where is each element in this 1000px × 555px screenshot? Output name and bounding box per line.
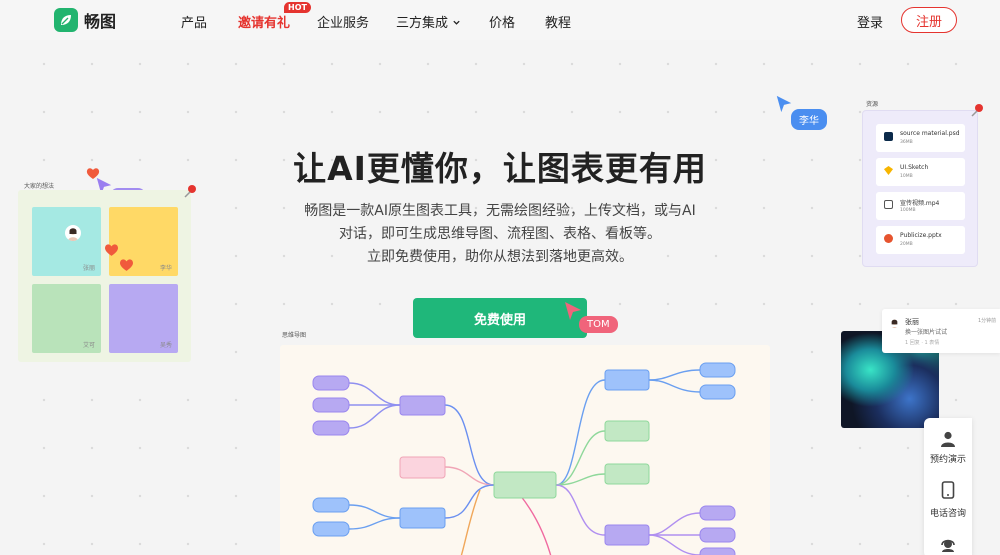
file-name: UI.Sketch	[900, 164, 929, 171]
comment-time: 1分钟前	[978, 318, 997, 324]
chevron-down-icon	[453, 20, 460, 25]
sticky-note[interactable]: 艾可	[32, 284, 101, 353]
sticky-note[interactable]: 吴秀	[109, 284, 178, 353]
comment-card[interactable]: 张丽 1分钟前 换一张图片试试 1 回复 · 1 表情	[882, 309, 1000, 353]
hero-subtitle-line1: 畅图是一款AI原生图表工具，无需绘图经验，上传文档，或与AI	[304, 203, 696, 219]
cursor-pointer-icon	[565, 302, 581, 320]
mindmap-title: 思维导图	[282, 332, 307, 339]
brand-name: 畅图	[84, 12, 117, 31]
hot-badge: HOT	[284, 2, 311, 13]
hero-subtitle-line2: 对话，即可生成思维导图、流程图、表格、看板等。	[339, 226, 661, 242]
file-size: 20MB	[900, 242, 913, 247]
mindmap-diagram	[312, 362, 736, 555]
file-name: 宣传视频.mp4	[900, 200, 940, 207]
sketch-file-icon	[884, 166, 893, 175]
nav-item-tutorial[interactable]: 教程	[545, 16, 572, 31]
board-title: 大家的想法	[24, 183, 55, 190]
hero-subtitle-line3: 立即免费使用，助你从想法到落地更高效。	[367, 249, 633, 265]
photoshop-file-icon	[884, 132, 893, 141]
top-nav: 畅图 产品 邀请有礼 HOT 企业服务 三方集成 价格 教程 登录 注册	[0, 0, 1000, 40]
powerpoint-file-icon	[884, 234, 893, 243]
file-name: Publicize.pptx	[900, 232, 942, 239]
headset-icon[interactable]	[939, 536, 957, 554]
free-use-button[interactable]: 免费使用	[413, 298, 587, 338]
register-button[interactable]: 注册	[901, 7, 957, 33]
cursor-tag-lihua: 李华	[791, 109, 827, 130]
sticky-note-author: 李华	[159, 265, 172, 272]
phone-icon[interactable]	[941, 481, 955, 499]
file-name: source material.psd	[900, 130, 960, 137]
comment-author: 张丽	[905, 318, 919, 326]
sticky-note-author: 艾可	[82, 342, 95, 349]
leaf-icon	[54, 8, 78, 32]
sticky-note-author: 张丽	[82, 265, 95, 272]
phone-consult-label[interactable]: 电话咨询	[929, 509, 966, 519]
cursor-pointer-icon	[776, 95, 792, 113]
comment-meta: 1 回复 · 1 表情	[905, 340, 940, 346]
pushpin-icon	[184, 185, 196, 198]
file-item[interactable]: 宣传视频.mp4 100MB	[876, 192, 965, 220]
login-link[interactable]: 登录	[857, 16, 884, 31]
nav-item-pricing[interactable]: 价格	[489, 16, 516, 31]
file-item[interactable]: Publicize.pptx 20MB	[876, 226, 965, 254]
files-panel-title: 资源	[866, 101, 879, 108]
file-size: 36MB	[900, 140, 913, 145]
nav-item-invite[interactable]: 邀请有礼	[238, 16, 291, 31]
pushpin-icon	[971, 104, 983, 117]
heart-icon	[104, 244, 119, 256]
file-item[interactable]: source material.psd 36MB	[876, 124, 965, 152]
file-size: 100MB	[900, 208, 916, 213]
sticky-note[interactable]: 张丽	[32, 207, 101, 276]
nav-item-integrations[interactable]: 三方集成	[396, 12, 461, 31]
sticky-note-author: 吴秀	[159, 342, 172, 349]
video-file-icon	[884, 200, 893, 209]
nav-item-product[interactable]: 产品	[181, 16, 208, 31]
book-demo-label[interactable]: 预约演示	[929, 455, 966, 465]
nav-item-enterprise[interactable]: 企业服务	[317, 16, 370, 31]
heart-icon	[86, 168, 100, 179]
side-contact-widget: 预约演示 电话咨询	[924, 418, 972, 555]
file-size: 10MB	[900, 174, 913, 179]
brand-logo[interactable]: 畅图	[54, 8, 116, 32]
comment-text: 换一张图片试试	[905, 329, 948, 336]
mindmap-canvas[interactable]	[280, 345, 770, 555]
file-item[interactable]: UI.Sketch 10MB	[876, 158, 965, 186]
avatar	[888, 315, 901, 328]
hero-headline: 让AI更懂你，让图表更有用	[293, 149, 707, 188]
heart-icon	[119, 259, 134, 271]
avatar	[65, 225, 81, 241]
person-icon[interactable]	[939, 430, 957, 448]
cursor-tag-tom: TOM	[579, 316, 618, 333]
nav-item-integrations-label: 三方集成	[396, 16, 449, 31]
